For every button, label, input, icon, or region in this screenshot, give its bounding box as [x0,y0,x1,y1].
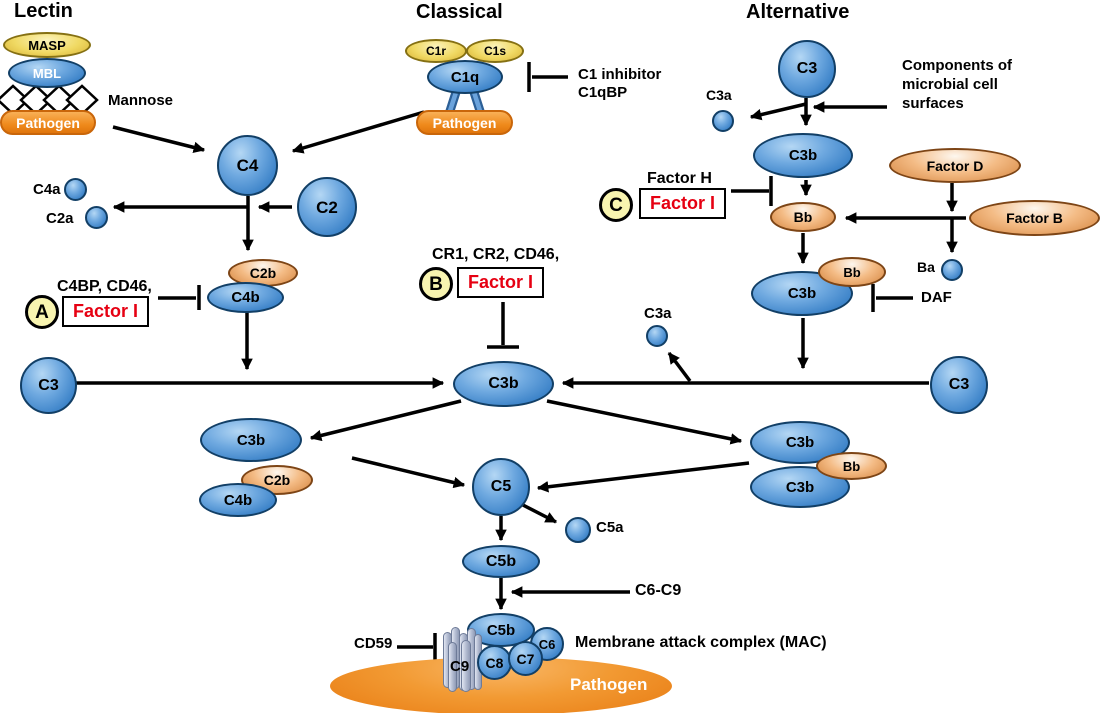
mannose-label: Mannose [108,92,174,109]
mac-c7-node: C7 [508,641,543,676]
c3-left-node: C3 [20,357,77,414]
classical-title: Classical [416,1,503,23]
arrow-c3b-to-left-convertase [309,399,462,442]
masp-node: MASP [3,32,91,58]
lectin-pathogen-node: Pathogen [0,110,96,135]
cd59-label: CD59 [354,635,393,652]
mac-label: Membrane attack complex (MAC) [575,634,827,651]
c5a-fragment [565,517,591,543]
c9-pore [443,626,483,694]
c4-node: C4 [217,135,278,196]
c1r-node: C1r [405,39,467,63]
c6-c9-label: C6-C9 [635,582,682,599]
regulator-a-badge: A [25,295,59,329]
inhibition-daf [871,284,913,312]
ba-label: Ba [917,259,935,275]
c2a-label: C2a [46,210,74,227]
regulator-c-factor-i-box: Factor I [639,188,727,219]
inhibition-b [487,302,519,349]
classical-c5conv-c4b-node: C4b [199,483,277,517]
c1qbp-label: C1qBP [578,84,628,101]
alternative-title: Alternative [746,1,850,23]
alt-convertase-bb-node: Bb [818,257,886,287]
classical-pathogen-node: Pathogen [416,110,513,135]
c2a-fragment [85,206,108,229]
components-note-line2: microbial cell [902,76,998,93]
c3-right-node: C3 [930,356,988,414]
c5-node: C5 [472,458,530,516]
regulator-c-badge: C [599,188,633,222]
inhibition-cd59 [397,633,437,661]
ba-fragment [941,259,963,281]
c5b-node: C5b [462,545,540,578]
c1-inhibitor-label: C1 inhibitor [578,66,662,83]
c3b-central-node: C3b [453,361,554,407]
inhibition-a [158,285,201,310]
bb-node: Bb [770,202,836,232]
arrow-alt-c3a [749,102,807,121]
mac-pathogen-label: Pathogen [570,675,648,694]
mannose-diamonds [0,84,99,116]
arrow-c5-to-c5a [520,502,558,524]
alt-c3-node: C3 [778,40,836,98]
components-note-line3: surfaces [902,95,964,112]
components-note-line1: Components of [902,57,1012,74]
arrow-right-convertase-to-c5 [536,461,750,493]
alt-c3a-label: C3a [706,87,732,103]
mac-c8-node: C8 [477,645,512,680]
regulator-b-factor-i-box: Factor I [457,267,545,298]
inhibition-c1 [527,62,568,92]
c4a-label: C4a [33,181,61,198]
pore-cylinder [448,642,457,692]
regulator-a-factor-i-box: Factor I [62,296,150,327]
daf-label: DAF [921,289,952,306]
classical-c5conv-c2b-node: C2b [241,465,313,495]
alt-c5conv-bb-node: Bb [816,452,887,480]
c5a-label: C5a [596,519,624,536]
arrows [76,98,966,611]
pore-cylinder [461,640,471,692]
arrow-lectin-to-c4 [112,125,206,154]
c2-node: C2 [297,177,357,237]
factor-h-label: Factor H [647,170,712,187]
arrow-c3a-center [667,351,692,383]
factor-d-node: Factor D [889,148,1021,183]
c3a-center-fragment [646,325,668,347]
regulator-a-label: C4BP, CD46, [57,278,152,295]
inhibition-c [731,176,773,206]
inhibition-bars [158,62,913,661]
c4b-node: C4b [207,282,284,313]
mac-c9-label: C9 [450,658,470,675]
mbl-node: MBL [8,58,86,88]
lectin-title: Lectin [14,0,73,22]
alt-c3b-node: C3b [753,133,853,178]
classical-c5conv-c3b-node: C3b [200,418,302,462]
regulator-b-badge: B [419,267,453,301]
arrow-c3b-to-right-convertase [546,399,743,445]
factor-b-node: Factor B [969,200,1100,236]
regulator-b-label: CR1, CR2, CD46, [432,246,560,263]
arrow-classical-to-c4 [291,110,425,154]
c4a-fragment [64,178,87,201]
c1s-node: C1s [466,39,524,63]
arrow-left-convertase-to-c5 [351,456,466,489]
alt-c3a-fragment [712,110,734,132]
c1q-node: C1q [427,60,503,94]
c3a-center-label: C3a [644,305,672,322]
